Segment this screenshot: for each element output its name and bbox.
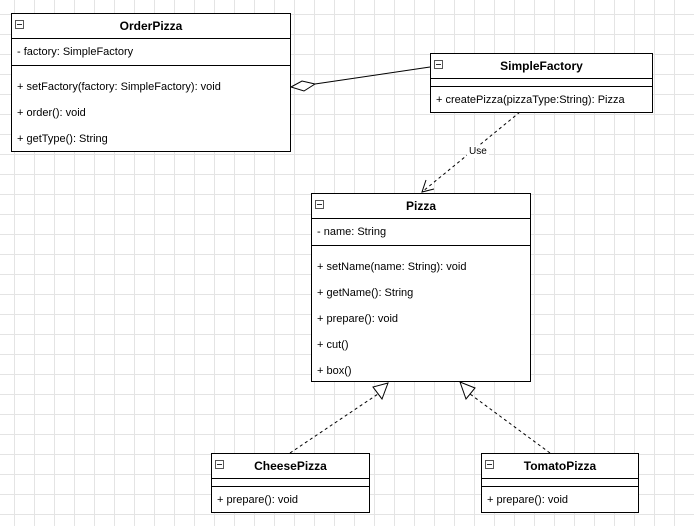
class-name: OrderPizza (119, 19, 183, 33)
aggregation-diamond (289, 80, 317, 92)
class-pizza[interactable]: Pizza - name: String + setName(name: Str… (311, 193, 531, 382)
class-name: SimpleFactory (500, 59, 583, 73)
generalization-arrowhead-tomato (459, 381, 476, 401)
class-orderpizza[interactable]: OrderPizza - factory: SimpleFactory + se… (11, 13, 291, 152)
section-divider (312, 245, 530, 254)
class-header: TomatoPizza (482, 454, 638, 479)
method: + createPizza(pizzaType:String): Pizza (436, 94, 625, 106)
collapse-icon[interactable] (215, 460, 224, 469)
collapse-icon[interactable] (15, 20, 24, 29)
method: + prepare(): void (217, 494, 299, 506)
collapse-icon[interactable] (434, 60, 443, 69)
method: + setName(name: String): void (317, 261, 467, 273)
method: + getType(): String (17, 133, 108, 145)
empty-attribute-section (212, 479, 369, 487)
collapse-icon[interactable] (485, 460, 494, 469)
class-tomatopizza[interactable]: TomatoPizza + prepare(): void (481, 453, 639, 513)
class-header: SimpleFactory (431, 54, 652, 79)
class-cheesepizza[interactable]: CheesePizza + prepare(): void (211, 453, 370, 513)
collapse-icon[interactable] (315, 200, 324, 209)
class-simplefactory[interactable]: SimpleFactory + createPizza(pizzaType:St… (430, 53, 653, 113)
method: + box() (317, 365, 352, 377)
class-header: OrderPizza (12, 14, 290, 39)
aggregation-line (314, 66, 431, 85)
class-header: Pizza (312, 194, 530, 219)
empty-attribute-section (482, 479, 638, 487)
class-name: Pizza (405, 199, 436, 213)
attribute: - factory: SimpleFactory (17, 46, 134, 58)
section-divider (12, 65, 290, 74)
empty-attribute-section (431, 79, 652, 87)
method: + order(): void (17, 107, 86, 119)
class-name: TomatoPizza (523, 459, 597, 473)
dependency-arrowhead (421, 179, 435, 193)
generalization-line-tomato (469, 393, 551, 454)
method: + prepare(): void (487, 494, 569, 506)
method: + prepare(): void (317, 313, 399, 325)
attribute: - name: String (317, 226, 387, 238)
generalization-arrowhead-cheese (372, 382, 389, 401)
method: + setFactory(factory: SimpleFactory): vo… (17, 81, 221, 93)
use-label: Use (467, 146, 489, 158)
class-name: CheesePizza (254, 459, 327, 473)
method: + cut() (317, 339, 349, 351)
class-header: CheesePizza (212, 454, 369, 479)
generalization-line-cheese (289, 393, 379, 454)
method: + getName(): String (317, 287, 414, 299)
